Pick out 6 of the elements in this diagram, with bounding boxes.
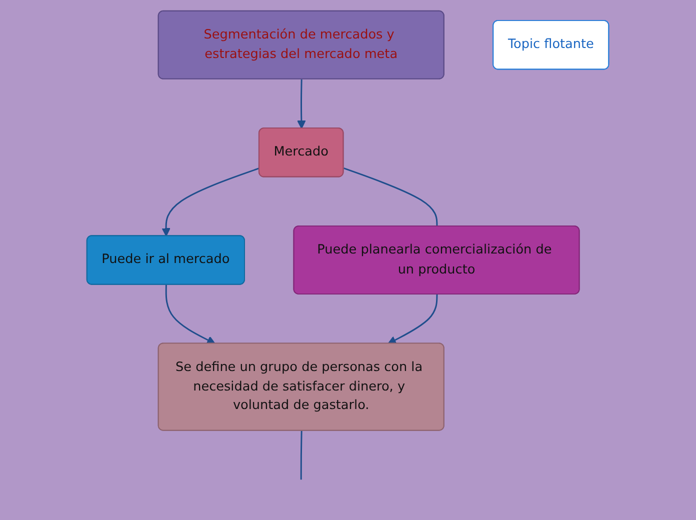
arrow <box>166 284 216 344</box>
arrow <box>388 294 438 344</box>
arrow <box>297 79 306 129</box>
connector <box>300 430 303 480</box>
arrow <box>162 167 260 236</box>
connector <box>344 167 438 227</box>
